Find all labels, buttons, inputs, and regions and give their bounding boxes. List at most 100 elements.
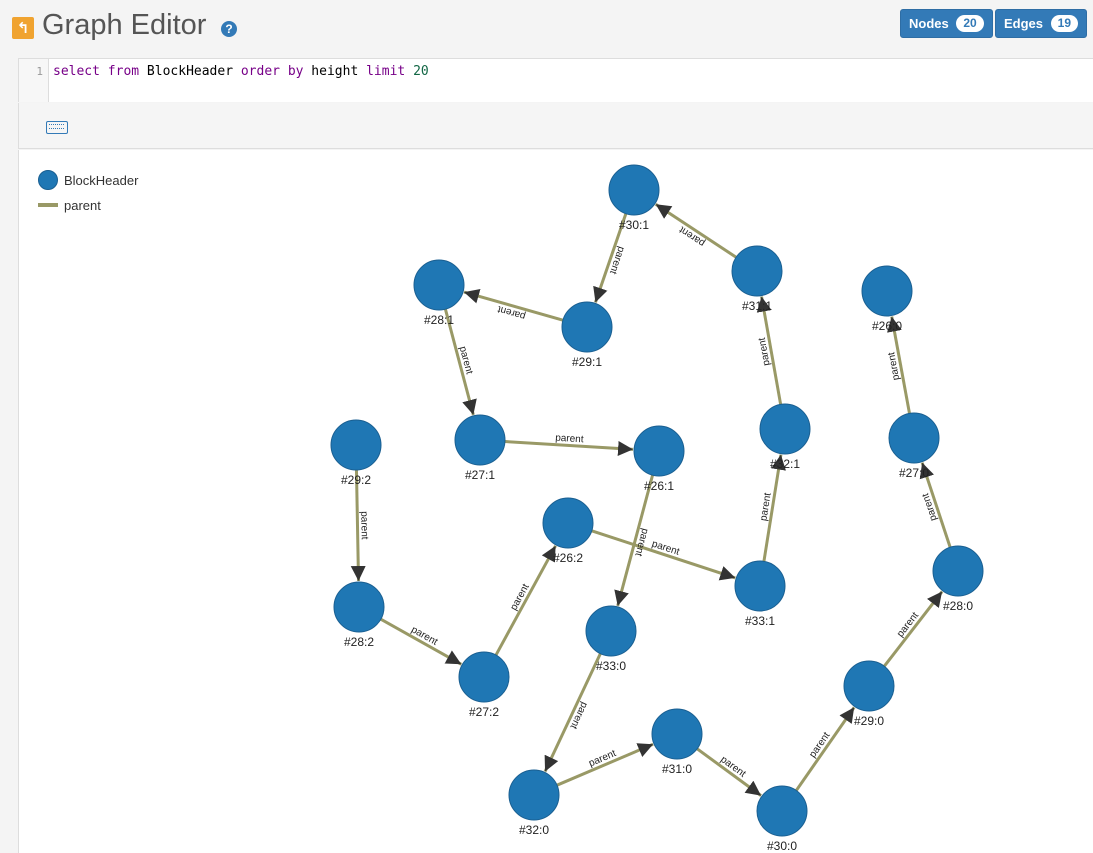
graph-edge[interactable]: parent [556,742,654,787]
help-icon[interactable]: ? [221,21,237,37]
graph-node[interactable]: #26:1 [633,425,685,493]
edge-label: parent [757,336,773,366]
edge-label: parent [555,433,584,446]
graph-edge[interactable]: parent [883,590,944,668]
node-circle[interactable] [333,581,385,633]
graph-edge[interactable]: parent [795,706,856,792]
graph-node[interactable]: #28:0 [932,545,984,613]
node-circle[interactable] [542,497,594,549]
node-label: #32:1 [770,457,800,471]
graph-node[interactable]: #31:1 [731,245,783,313]
graph-edge[interactable]: parent [350,469,370,582]
graph-node[interactable]: #30:0 [756,785,808,853]
edge-line[interactable] [756,296,783,405]
node-circle[interactable] [888,412,940,464]
query-token [100,64,108,79]
graph-edge[interactable]: parent [886,316,911,414]
nodes-count-badge: 20 [956,15,984,32]
edge-line[interactable] [696,747,762,797]
graph-svg[interactable]: parentparentparentparentparentparentpare… [19,150,1093,853]
node-circle[interactable] [759,403,811,455]
graph-node[interactable]: #28:2 [333,581,385,649]
nodes-layer: #30:1 #31:1 #28:1 #29:1 #26:0 #29:2 #27:1 #26:1… [330,164,984,853]
node-circle[interactable] [651,708,703,760]
graph-edge[interactable]: parent [380,617,463,666]
node-circle[interactable] [843,660,895,712]
node-circle[interactable] [861,265,913,317]
graph-node[interactable]: #27:2 [458,651,510,719]
graph-edge[interactable]: parent [543,652,602,773]
edge-line[interactable] [350,469,366,582]
graph-edge[interactable]: parent [614,474,655,607]
edge-line[interactable] [556,742,654,787]
node-circle[interactable] [330,419,382,471]
graph-edge[interactable]: parent [494,545,557,656]
legend-edge-label: parent [64,198,101,213]
graph-node[interactable]: #28:1 [413,259,465,327]
node-circle[interactable] [508,769,560,821]
graph-node[interactable]: #33:0 [585,605,637,673]
graph-node[interactable]: #26:2 [542,497,594,565]
edge-line[interactable] [463,288,564,322]
edge-line[interactable] [654,203,737,259]
node-label: #29:1 [572,355,602,369]
graph-node[interactable]: #30:1 [608,164,660,232]
node-circle[interactable] [561,301,613,353]
graph-edge[interactable]: parent [696,747,762,797]
node-circle[interactable] [413,259,465,311]
edge-label: parent [758,492,773,522]
edge-line[interactable] [762,454,786,562]
edge-line[interactable] [380,617,463,666]
back-arrow-icon[interactable]: ↰ [12,17,34,39]
query-editor[interactable]: 1 select from BlockHeader order by heigh… [18,58,1093,102]
graph-node[interactable]: #29:1 [561,301,613,369]
node-circle[interactable] [756,785,808,837]
edge-line[interactable] [504,440,634,456]
graph-node[interactable]: #26:0 [861,265,913,333]
edge-line[interactable] [887,316,911,414]
graph-node[interactable]: #31:0 [651,708,703,776]
node-circle[interactable] [633,425,685,477]
node-label: #26:1 [644,479,674,493]
edge-line[interactable] [614,474,655,607]
edge-line[interactable] [593,213,628,303]
graph-edge[interactable]: parent [463,288,564,322]
query-text[interactable]: select from BlockHeader order by height … [53,64,429,79]
node-circle[interactable] [454,414,506,466]
graph-node[interactable]: #33:1 [734,560,786,628]
edge-line[interactable] [919,462,952,548]
nodes-button[interactable]: Nodes 20 [900,9,993,38]
edges-button[interactable]: Edges 19 [995,9,1087,38]
edge-line[interactable] [591,529,736,581]
edge-line[interactable] [543,652,602,773]
node-circle[interactable] [932,545,984,597]
edge-line[interactable] [443,308,477,416]
node-circle[interactable] [585,605,637,657]
edge-label: parent [886,351,902,381]
legend-node-label: BlockHeader [64,173,139,188]
node-circle[interactable] [734,560,786,612]
graph-edge[interactable]: parent [654,203,737,259]
node-circle[interactable] [731,245,783,297]
node-label: #33:1 [745,614,775,628]
query-token: BlockHeader [139,64,241,79]
edge-line[interactable] [494,545,557,656]
graph-node[interactable]: #32:0 [508,769,560,837]
graph-node[interactable]: #32:1 [759,403,811,471]
keyboard-icon[interactable] [46,121,68,134]
graph-node[interactable]: #29:2 [330,419,382,487]
graph-edge[interactable]: parent [443,308,477,416]
graph-edge[interactable]: parent [591,529,736,581]
line-number: 1 [36,65,43,78]
node-circle[interactable] [458,651,510,703]
node-circle[interactable] [608,164,660,216]
graph-edge[interactable]: parent [758,454,786,562]
graph-edge[interactable]: parent [756,296,783,405]
graph-node[interactable]: #27:0 [888,412,940,480]
edge-line[interactable] [883,590,944,668]
graph-node[interactable]: #27:1 [454,414,506,482]
edge-line[interactable] [795,706,856,792]
graph-edge[interactable]: parent [504,433,634,456]
graph-node[interactable]: #29:0 [843,660,895,728]
